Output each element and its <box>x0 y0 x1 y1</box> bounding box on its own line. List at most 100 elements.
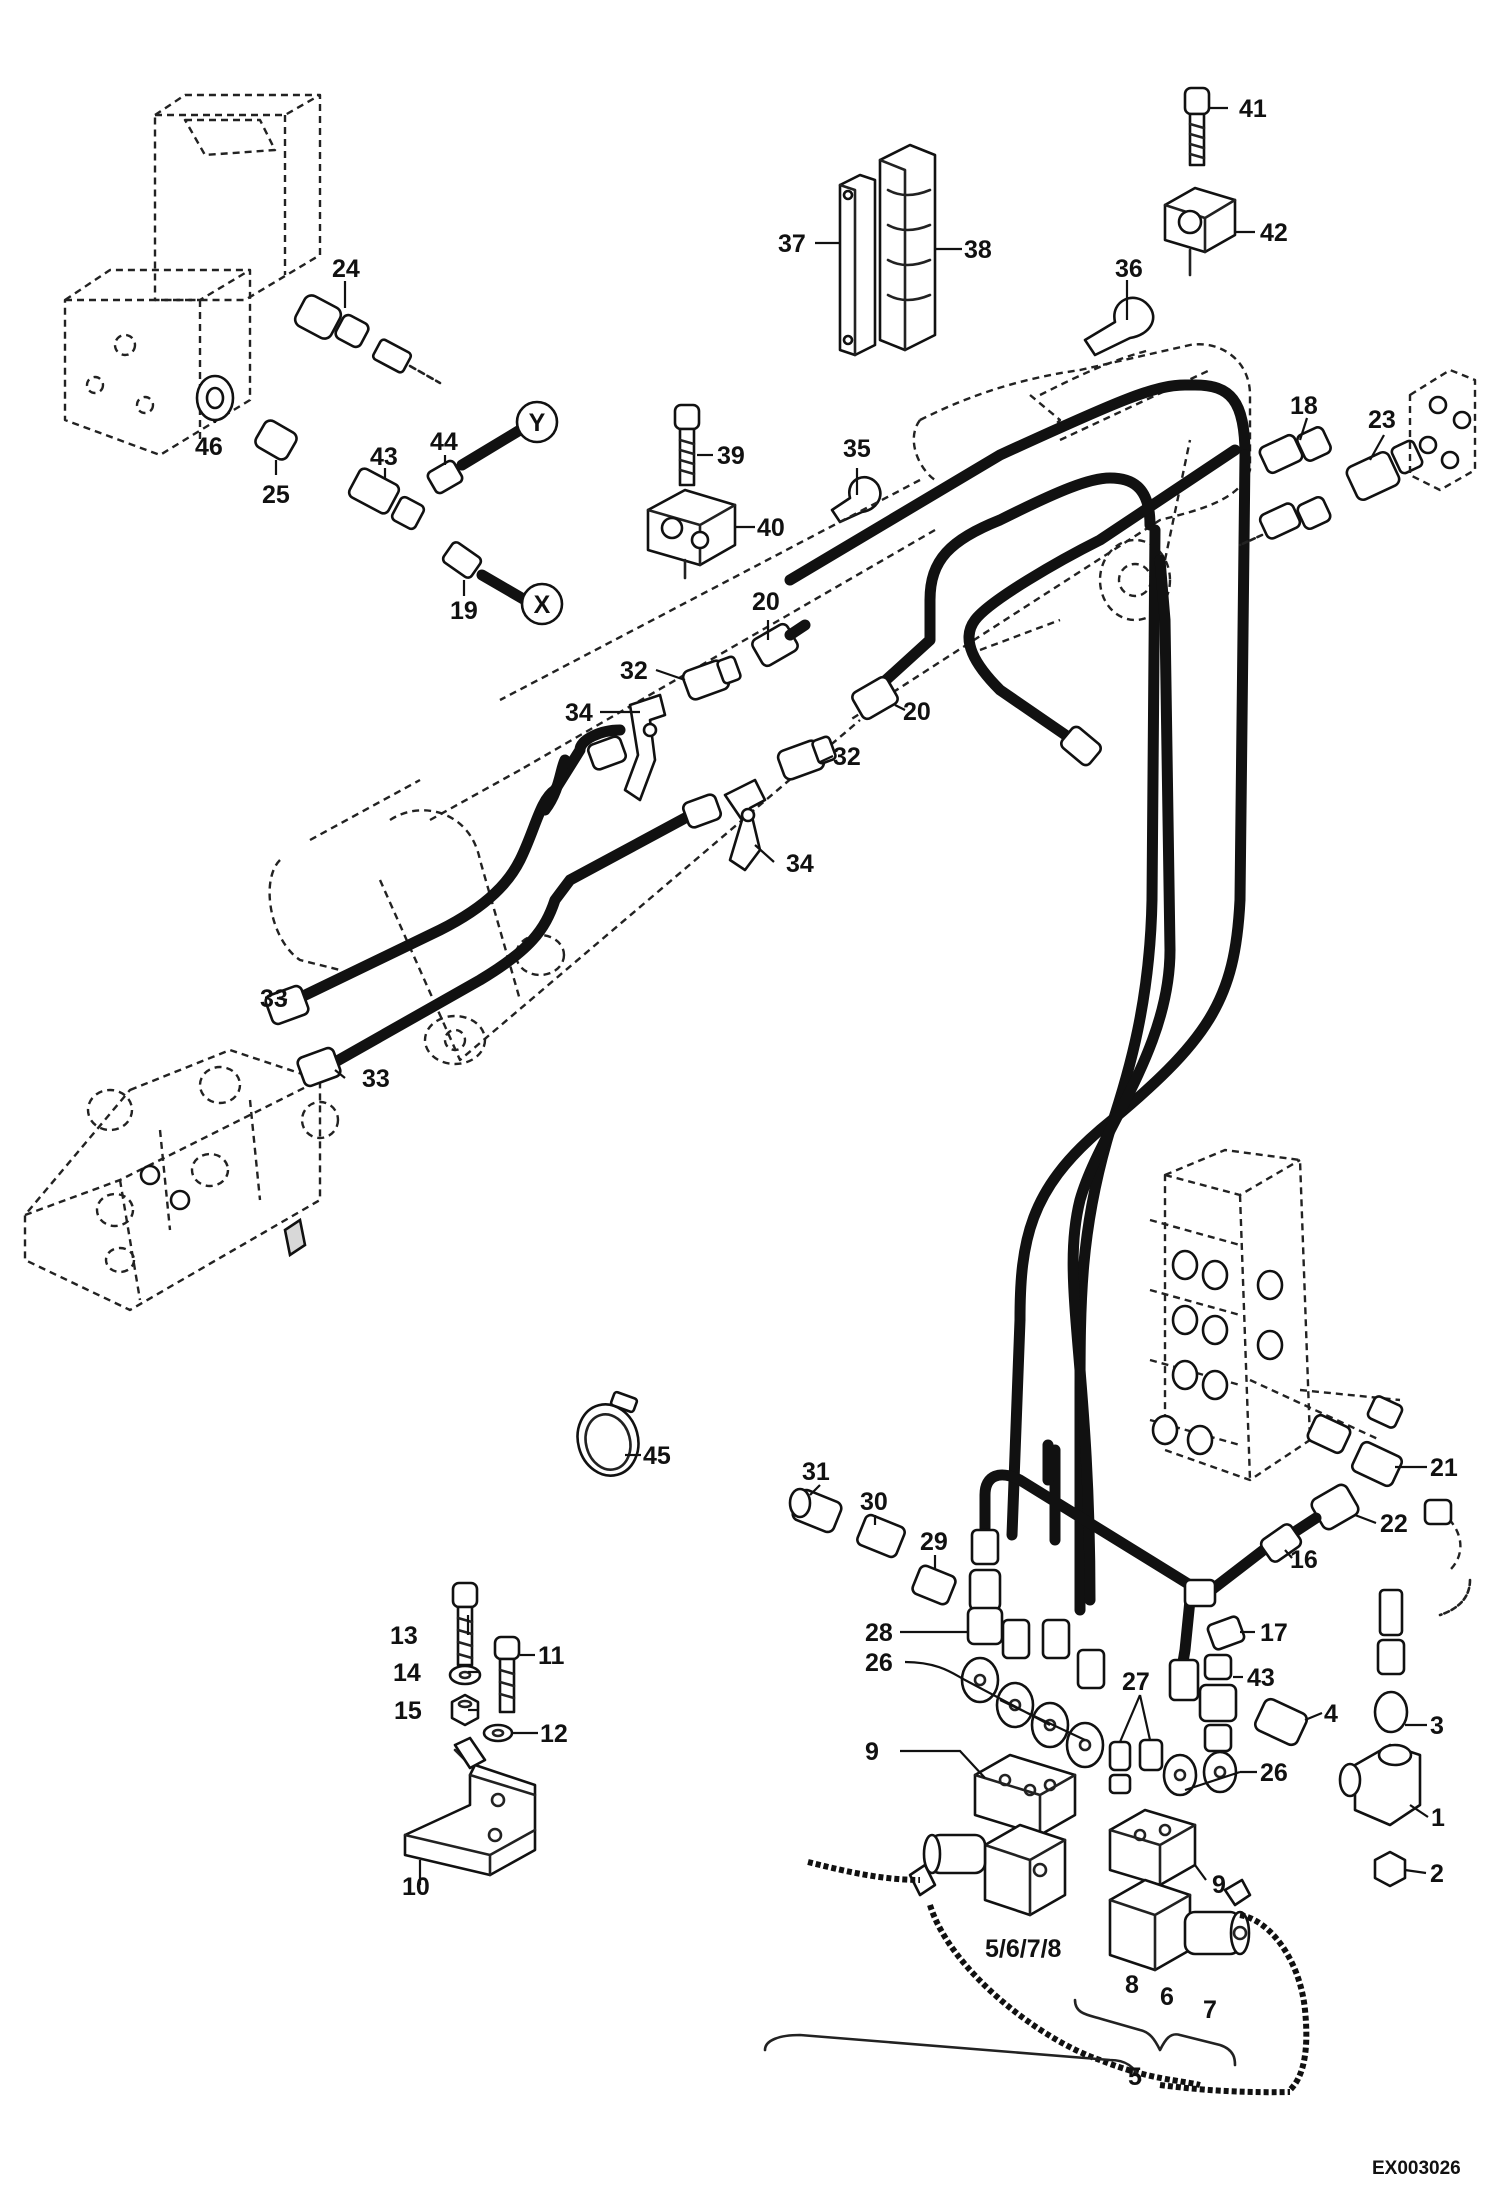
brace-group-5 <box>763 1998 1237 2082</box>
fitting-46 <box>195 374 235 422</box>
callout-19: 19 <box>450 597 478 625</box>
fitting-32-upper <box>681 655 742 701</box>
callout-44: 44 <box>430 428 458 456</box>
solenoid-valve-right <box>1108 1878 1252 1972</box>
manifold-fittings-upper <box>1001 1618 1200 1702</box>
manifold-plate-9-right <box>1108 1808 1197 1887</box>
callout-37: 37 <box>778 230 806 258</box>
drawing-code: EX003026 <box>1372 2158 1461 2179</box>
fitting-3 <box>1373 1588 1409 1734</box>
tee-17 <box>1183 1578 1246 1651</box>
washer-14 <box>448 1664 482 1686</box>
callout-12: 12 <box>540 1720 568 1748</box>
callout-28: 28 <box>865 1619 893 1647</box>
hose-fitting-33-lower <box>296 1046 342 1088</box>
callout-23: 23 <box>1368 406 1396 434</box>
hose-fitting-top-left <box>586 725 1102 829</box>
connector-y: Y <box>515 400 559 444</box>
plugs-27 <box>1108 1738 1164 1795</box>
callout-42: 42 <box>1260 219 1288 247</box>
clip-35 <box>830 475 882 524</box>
clip-34-lower <box>723 778 767 872</box>
callout-40: 40 <box>757 514 785 542</box>
manifold-plate-9-left <box>973 1753 1077 1837</box>
fitting-1 <box>1338 1743 1422 1827</box>
callout-34-upper: 34 <box>565 699 593 727</box>
washer-12 <box>482 1723 514 1743</box>
callout-41: 41 <box>1239 95 1267 123</box>
nut-15 <box>450 1693 480 1727</box>
bolt-39 <box>673 403 701 487</box>
solenoid-valve-left <box>908 1823 1067 1917</box>
callout-20-upper: 20 <box>752 588 780 616</box>
fitting-30 <box>856 1513 906 1559</box>
fitting-43-upper <box>347 467 426 531</box>
callout-32-lower: 32 <box>833 743 861 771</box>
callout-24: 24 <box>332 255 360 283</box>
callout-29: 29 <box>920 1528 948 1556</box>
callout-1: 1 <box>1431 1804 1445 1832</box>
callout-13: 13 <box>390 1622 418 1650</box>
callout-21: 21 <box>1430 1454 1458 1482</box>
check-valves-26-left <box>960 1656 1105 1769</box>
callout-33-lower: 33 <box>362 1065 390 1093</box>
leader-lines <box>213 106 1429 1885</box>
callout-26-left: 26 <box>865 1649 893 1677</box>
hose-44 <box>426 424 526 495</box>
callout-15: 15 <box>394 1697 422 1725</box>
callout-36: 36 <box>1115 255 1143 283</box>
callout-10: 10 <box>402 1873 430 1901</box>
callout-39: 39 <box>717 442 745 470</box>
fitting-23 <box>1345 368 1477 502</box>
callout-46: 46 <box>195 433 223 461</box>
callout-5678: 5/6/7/8 <box>985 1935 1062 1963</box>
hose-clamp-45 <box>576 1390 640 1477</box>
callout-18: 18 <box>1290 392 1318 420</box>
callout-38: 38 <box>964 236 992 264</box>
fitting-28 <box>966 1528 1004 1646</box>
clamp-strip-37 <box>838 173 877 357</box>
callout-34-lower: 34 <box>786 850 814 878</box>
callout-9-left: 9 <box>865 1738 879 1766</box>
fitting-21 <box>1306 1395 1404 1488</box>
fitting-22 <box>1284 1483 1360 1541</box>
callout-11: 11 <box>538 1642 565 1670</box>
callout-43-upper: 43 <box>370 443 398 471</box>
callout-22: 22 <box>1380 1510 1408 1538</box>
hose-lines <box>289 379 1276 1686</box>
callout-26-right: 26 <box>1260 1759 1288 1787</box>
boom-outline <box>23 343 1252 1312</box>
fitting-24 <box>293 294 442 385</box>
fitting-25 <box>254 419 298 461</box>
callout-25: 25 <box>262 481 290 509</box>
clamp-40 <box>646 488 737 580</box>
hose-fitting-20-lower <box>851 675 899 721</box>
bolt-41 <box>1183 86 1211 167</box>
callout-14: 14 <box>393 1659 421 1687</box>
hose-fitting-20-upper <box>751 619 811 668</box>
control-valve-block <box>1149 1148 1401 1482</box>
callout-31: 31 <box>802 1458 830 1486</box>
callout-6: 6 <box>1160 1983 1174 2011</box>
clip-34-upper <box>623 693 667 802</box>
callout-5: 5 <box>1128 2063 1142 2091</box>
callout-27: 27 <box>1122 1668 1150 1696</box>
fitting-29 <box>911 1564 957 1606</box>
callout-9-right: 9 <box>1212 1871 1226 1899</box>
callout-8: 8 <box>1125 1971 1139 1999</box>
p-clip-36 <box>1083 296 1155 357</box>
callout-17: 17 <box>1260 1619 1288 1647</box>
callout-32-upper: 32 <box>620 657 648 685</box>
callout-2: 2 <box>1430 1860 1444 1888</box>
callout-labels: 41 42 38 37 36 24 39 40 35 18 23 46 25 4… <box>195 95 1458 2091</box>
callout-7: 7 <box>1203 1996 1217 2024</box>
callout-43-lower: 43 <box>1247 1664 1275 1692</box>
clamp-strip-38 <box>878 143 937 352</box>
callout-45: 45 <box>643 1442 671 1470</box>
callout-20-lower: 20 <box>903 698 931 726</box>
callout-4: 4 <box>1324 1700 1338 1728</box>
bolt-13 <box>451 1581 479 1667</box>
clamp-42 <box>1163 186 1237 277</box>
